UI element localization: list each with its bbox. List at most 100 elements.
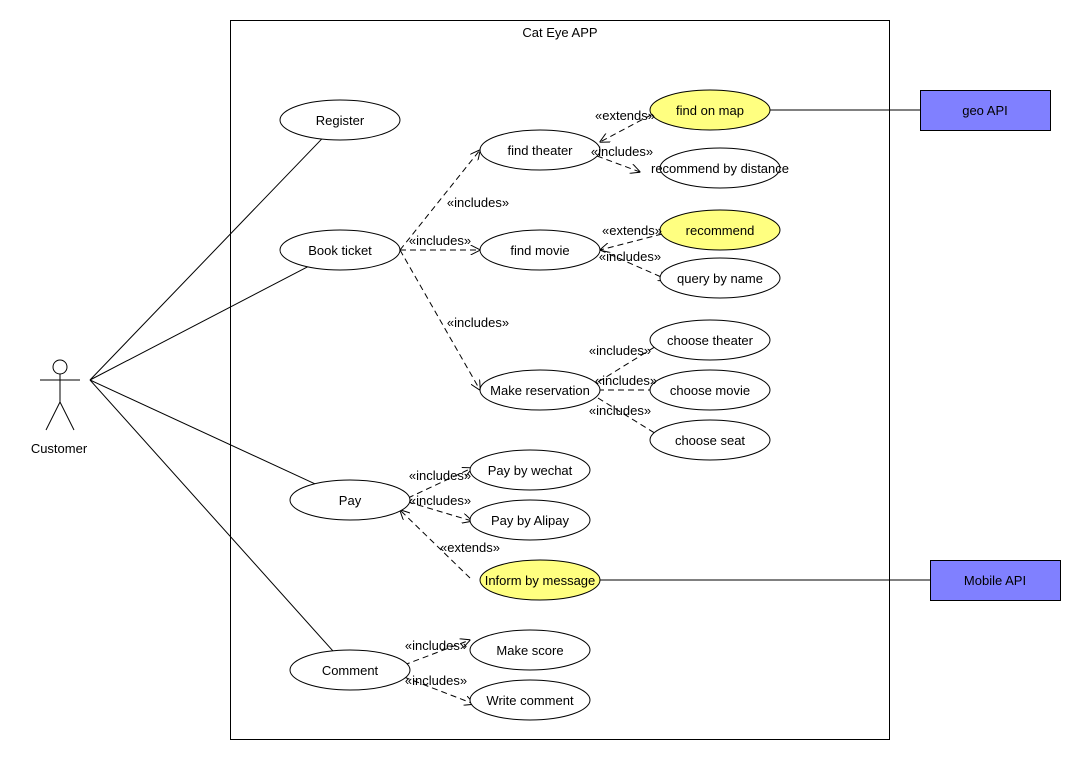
relation-find-movie-query-by-name (599, 249, 668, 280)
use-case-label: choose movie (670, 383, 750, 398)
use-case-label: recommend by distance (651, 161, 789, 176)
relation-label: «extends» (602, 223, 662, 238)
use-case-make-reservation[interactable]: Make reservation (479, 369, 601, 411)
use-case-ellipse (649, 319, 771, 361)
relation-make-reservation-choose-seat (597, 397, 666, 440)
relation-comment-write-comment (403, 676, 474, 704)
relation-recommend-find-movie (600, 233, 663, 250)
relation-comment-make-score (403, 640, 470, 666)
relation-label: «includes» (589, 403, 651, 418)
use-case-pay-alipay[interactable]: Pay by Alipay (469, 499, 591, 541)
relation-label: «includes» (447, 315, 509, 330)
use-case-book-ticket[interactable]: Book ticket (279, 229, 401, 271)
relation-pay-pay-wechat (407, 468, 472, 499)
external-system-label: Mobile API (964, 573, 1026, 588)
relationship-labels: «includes» «includes» «includes» «extends» «… (405, 108, 662, 688)
use-case-label: query by name (677, 271, 763, 286)
use-case-choose-theater[interactable]: choose theater (649, 319, 771, 361)
relation-label: «includes» (409, 233, 471, 248)
use-case-ellipse (479, 559, 601, 601)
stick-figure-icon (40, 359, 80, 431)
use-case-ellipse (469, 629, 591, 671)
relation-label: «includes» (599, 249, 661, 264)
use-case-ellipse (659, 147, 781, 189)
association-actor-register (89, 138, 323, 381)
use-case-label: Inform by message (485, 573, 596, 588)
use-case-choose-seat[interactable]: choose seat (649, 419, 771, 461)
use-case-ellipse (659, 209, 781, 251)
use-case-make-score[interactable]: Make score (469, 629, 591, 671)
external-system-box (920, 90, 1051, 131)
relation-inform-message-pay (400, 510, 471, 579)
relationship-lines (399, 114, 668, 704)
relation-label: «includes» (409, 493, 471, 508)
association-lines (89, 109, 930, 652)
use-case-recommend[interactable]: recommend (659, 209, 781, 251)
external-system-box (930, 560, 1061, 601)
use-case-ellipse (289, 649, 411, 691)
use-case-label: Register (316, 113, 365, 128)
use-case-ellipse (279, 99, 401, 141)
use-case-ellipse (479, 369, 601, 411)
use-case-ellipse (469, 679, 591, 721)
relation-pay-pay-alipay (407, 501, 472, 521)
relation-label: «includes» (589, 343, 651, 358)
relation-book-ticket-find-theater (399, 150, 480, 251)
use-case-ellipse (659, 257, 781, 299)
external-system-label: geo API (962, 103, 1008, 118)
association-actor-book-ticket (89, 266, 308, 381)
use-case-label: choose theater (667, 333, 754, 348)
use-case-label: Pay by Alipay (491, 513, 570, 528)
association-actor-comment (89, 379, 334, 652)
use-case-label: find on map (676, 103, 744, 118)
use-case-label: Book ticket (308, 243, 372, 258)
use-case-find-theater[interactable]: find theater (479, 129, 601, 171)
association-actor-pay (89, 379, 316, 485)
use-case-ellipse (479, 129, 601, 171)
use-case-label: Make score (496, 643, 563, 658)
use-case-ellipse (649, 89, 771, 131)
relation-label: «includes» (595, 373, 657, 388)
use-case-find-movie[interactable]: find movie (479, 229, 601, 271)
external-systems: geo API Mobile API (920, 90, 1061, 601)
relation-label: «includes» (405, 638, 467, 653)
system-title: Cat Eye APP (522, 25, 597, 40)
use-case-ellipse (479, 229, 601, 271)
use-case-label: Pay by wechat (488, 463, 573, 478)
use-case-ellipse (649, 419, 771, 461)
use-case-label: find movie (510, 243, 569, 258)
use-case-choose-movie[interactable]: choose movie (649, 369, 771, 411)
use-case-comment[interactable]: Comment (289, 649, 411, 691)
use-case-label: recommend (686, 223, 755, 238)
use-case-label: Comment (322, 663, 379, 678)
use-case-recommend-by-distance[interactable]: recommend by distance (651, 147, 789, 189)
use-case-inform-message[interactable]: Inform by message (479, 559, 601, 601)
use-case-pay[interactable]: Pay (289, 479, 411, 521)
use-case-ellipse (469, 449, 591, 491)
relation-book-ticket-make-reservation (399, 249, 480, 390)
use-case-write-comment[interactable]: Write comment (469, 679, 591, 721)
use-case-ellipse (649, 369, 771, 411)
external-system-geo-api[interactable]: geo API (920, 90, 1051, 131)
use-case-ellipse (469, 499, 591, 541)
actor-label: Customer (31, 441, 88, 456)
relation-make-reservation-choose-theater (597, 340, 666, 383)
use-case-label: Pay (339, 493, 362, 508)
relation-label: «extends» (595, 108, 655, 123)
use-case-label: find theater (507, 143, 573, 158)
relation-find-theater-recommend-by-distance (596, 155, 640, 172)
use-case-ellipse (279, 229, 401, 271)
relation-label: «extends» (440, 540, 500, 555)
use-case-find-on-map[interactable]: find on map (649, 89, 771, 131)
use-case-pay-wechat[interactable]: Pay by wechat (469, 449, 591, 491)
relation-label: «includes» (409, 468, 471, 483)
use-case-register[interactable]: Register (279, 99, 401, 141)
external-system-mobile-api[interactable]: Mobile API (930, 560, 1061, 601)
relation-label: «includes» (447, 195, 509, 210)
relation-label: «includes» (591, 144, 653, 159)
use-case-ellipse (289, 479, 411, 521)
use-case-query-by-name[interactable]: query by name (659, 257, 781, 299)
actor-customer[interactable]: Customer (31, 359, 88, 456)
use-case-label: Make reservation (490, 383, 590, 398)
